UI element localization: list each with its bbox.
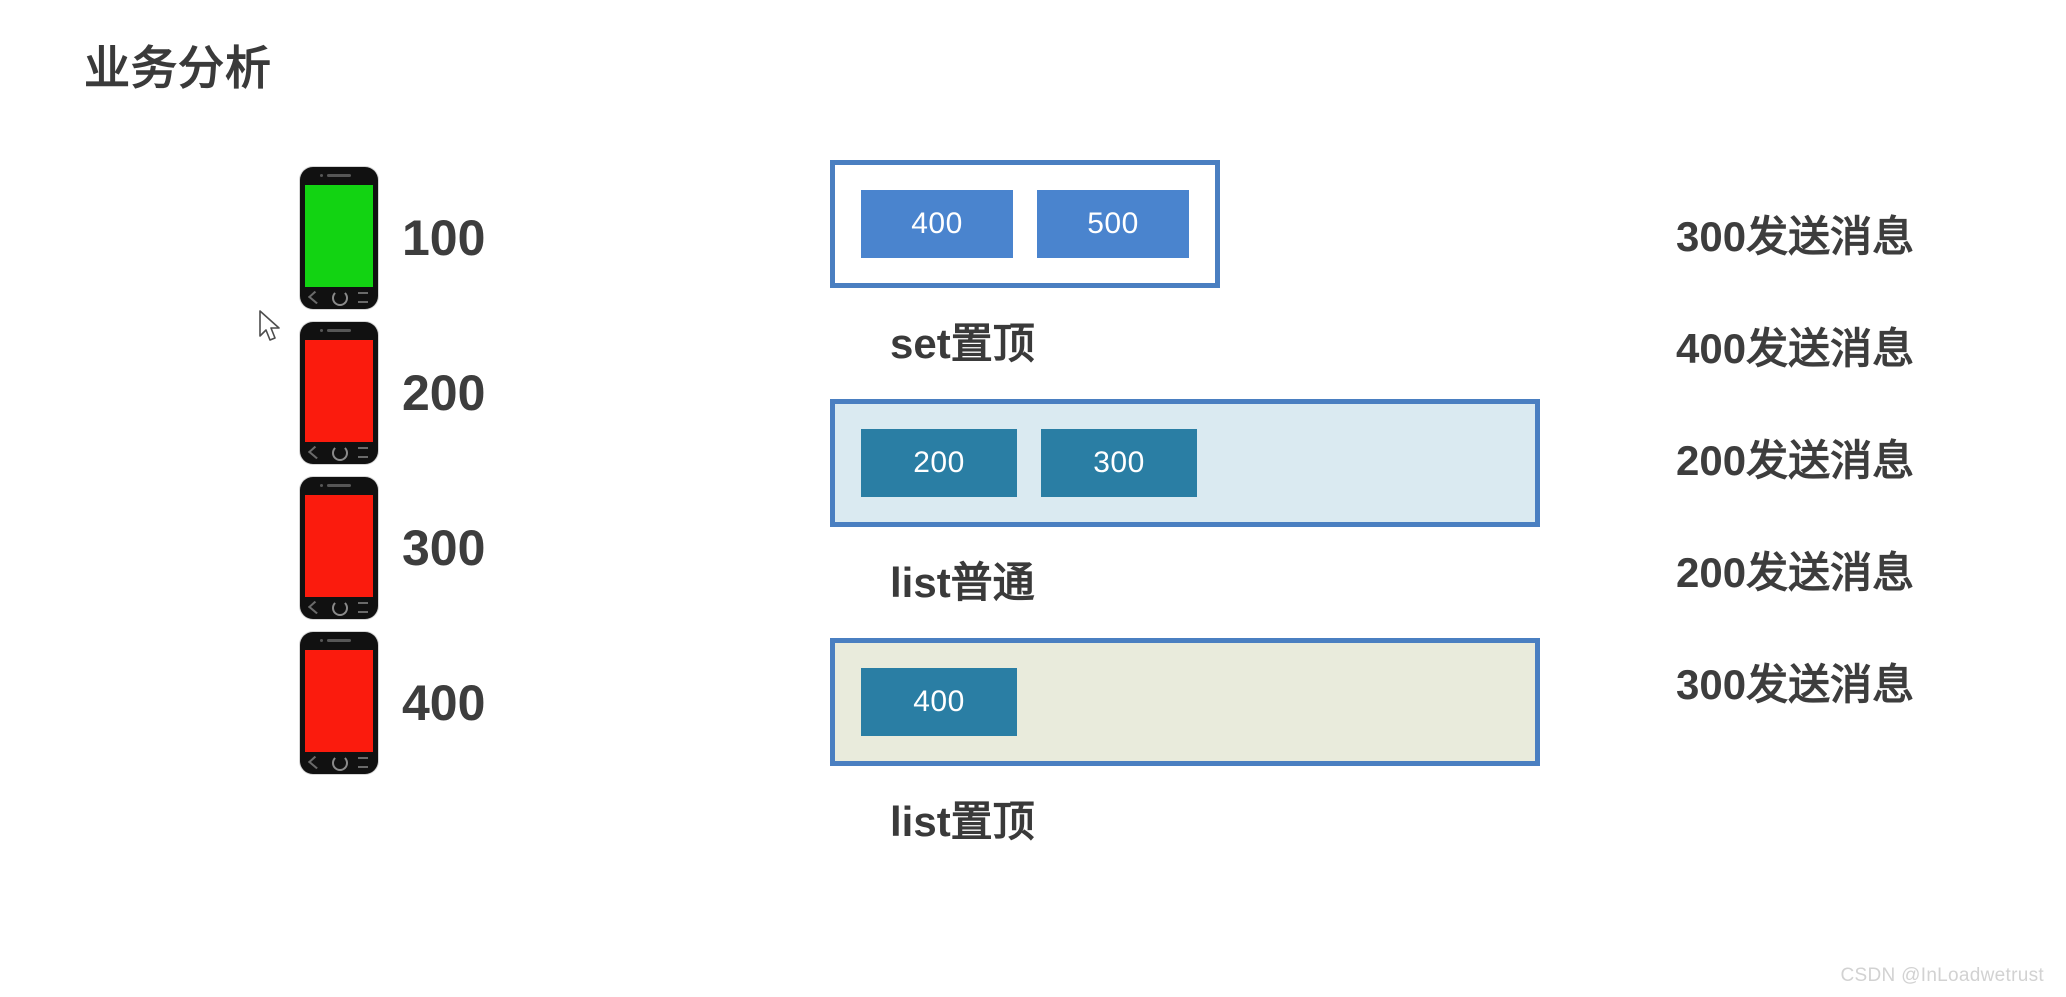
device-label: 300 bbox=[402, 519, 486, 576]
phone-screen-online bbox=[305, 184, 373, 287]
phone-nav-bar bbox=[306, 599, 372, 616]
back-icon bbox=[307, 600, 324, 615]
phone-icon[interactable] bbox=[300, 476, 378, 619]
back-icon bbox=[307, 445, 324, 460]
message-line: 400发送消息 bbox=[1676, 325, 1915, 373]
home-icon bbox=[331, 599, 348, 616]
device-label: 100 bbox=[402, 209, 486, 266]
phone-icon[interactable] bbox=[300, 166, 378, 309]
phone-screen-offline bbox=[305, 494, 373, 597]
structure-caption: list普通 bbox=[890, 559, 1035, 606]
back-icon bbox=[307, 290, 324, 305]
earpiece-icon bbox=[327, 173, 351, 177]
watermark: CSDN @InLoadwetrust bbox=[1840, 965, 2044, 986]
structures-panel: 400 500 set置顶 200 300 list普通 400 list置顶 bbox=[830, 160, 1540, 877]
menu-icon bbox=[358, 602, 368, 613]
set-container[interactable]: 400 500 bbox=[830, 160, 1220, 288]
device-list: 100 200 300 bbox=[300, 160, 570, 780]
menu-icon bbox=[358, 757, 368, 768]
front-camera-icon bbox=[320, 638, 323, 642]
front-camera-icon bbox=[320, 173, 323, 177]
device-label: 200 bbox=[402, 364, 486, 421]
earpiece-icon bbox=[327, 483, 351, 487]
home-icon bbox=[331, 754, 348, 771]
device-label: 400 bbox=[402, 674, 486, 731]
device-row[interactable]: 400 bbox=[300, 625, 570, 780]
device-row[interactable]: 100 bbox=[300, 160, 570, 315]
phone-screen-offline bbox=[305, 649, 373, 752]
structure-set: 400 500 set置顶 bbox=[830, 160, 1530, 371]
list-item[interactable]: 300 bbox=[1041, 429, 1197, 497]
list-item[interactable]: 200 bbox=[861, 429, 1017, 497]
earpiece-icon bbox=[327, 638, 351, 642]
structure-caption: list置顶 bbox=[890, 798, 1035, 845]
message-line: 300发送消息 bbox=[1676, 661, 1915, 709]
message-line: 200发送消息 bbox=[1676, 549, 1915, 597]
device-row[interactable]: 300 bbox=[300, 470, 570, 625]
page-title: 业务分析 bbox=[84, 42, 272, 94]
menu-icon bbox=[358, 447, 368, 458]
back-icon bbox=[307, 755, 324, 770]
front-camera-icon bbox=[320, 483, 323, 487]
structure-list-top: 400 list置顶 bbox=[830, 638, 1540, 849]
structure-list-normal: 200 300 list普通 bbox=[830, 399, 1540, 610]
list-top-container[interactable]: 400 bbox=[830, 638, 1540, 766]
message-line: 200发送消息 bbox=[1676, 437, 1915, 485]
set-item[interactable]: 400 bbox=[861, 190, 1013, 258]
message-line: 300发送消息 bbox=[1676, 213, 1915, 260]
phone-icon[interactable] bbox=[300, 321, 378, 464]
message-log: 300发送消息 400发送消息 200发送消息 200发送消息 300发送消息 bbox=[1676, 213, 2036, 775]
structure-caption: set置顶 bbox=[890, 320, 1035, 367]
phone-nav-bar bbox=[306, 289, 372, 306]
list-normal-container[interactable]: 200 300 bbox=[830, 399, 1540, 527]
phone-icon[interactable] bbox=[300, 631, 378, 774]
home-icon bbox=[331, 289, 348, 306]
mouse-pointer-icon bbox=[259, 310, 280, 341]
list-item[interactable]: 400 bbox=[861, 668, 1017, 736]
earpiece-icon bbox=[327, 328, 351, 332]
menu-icon bbox=[358, 292, 368, 303]
device-row[interactable]: 200 bbox=[300, 315, 570, 470]
phone-nav-bar bbox=[306, 754, 372, 771]
phone-screen-offline bbox=[305, 339, 373, 442]
front-camera-icon bbox=[320, 328, 323, 332]
phone-nav-bar bbox=[306, 444, 372, 461]
home-icon bbox=[331, 444, 348, 461]
set-item[interactable]: 500 bbox=[1037, 190, 1189, 258]
